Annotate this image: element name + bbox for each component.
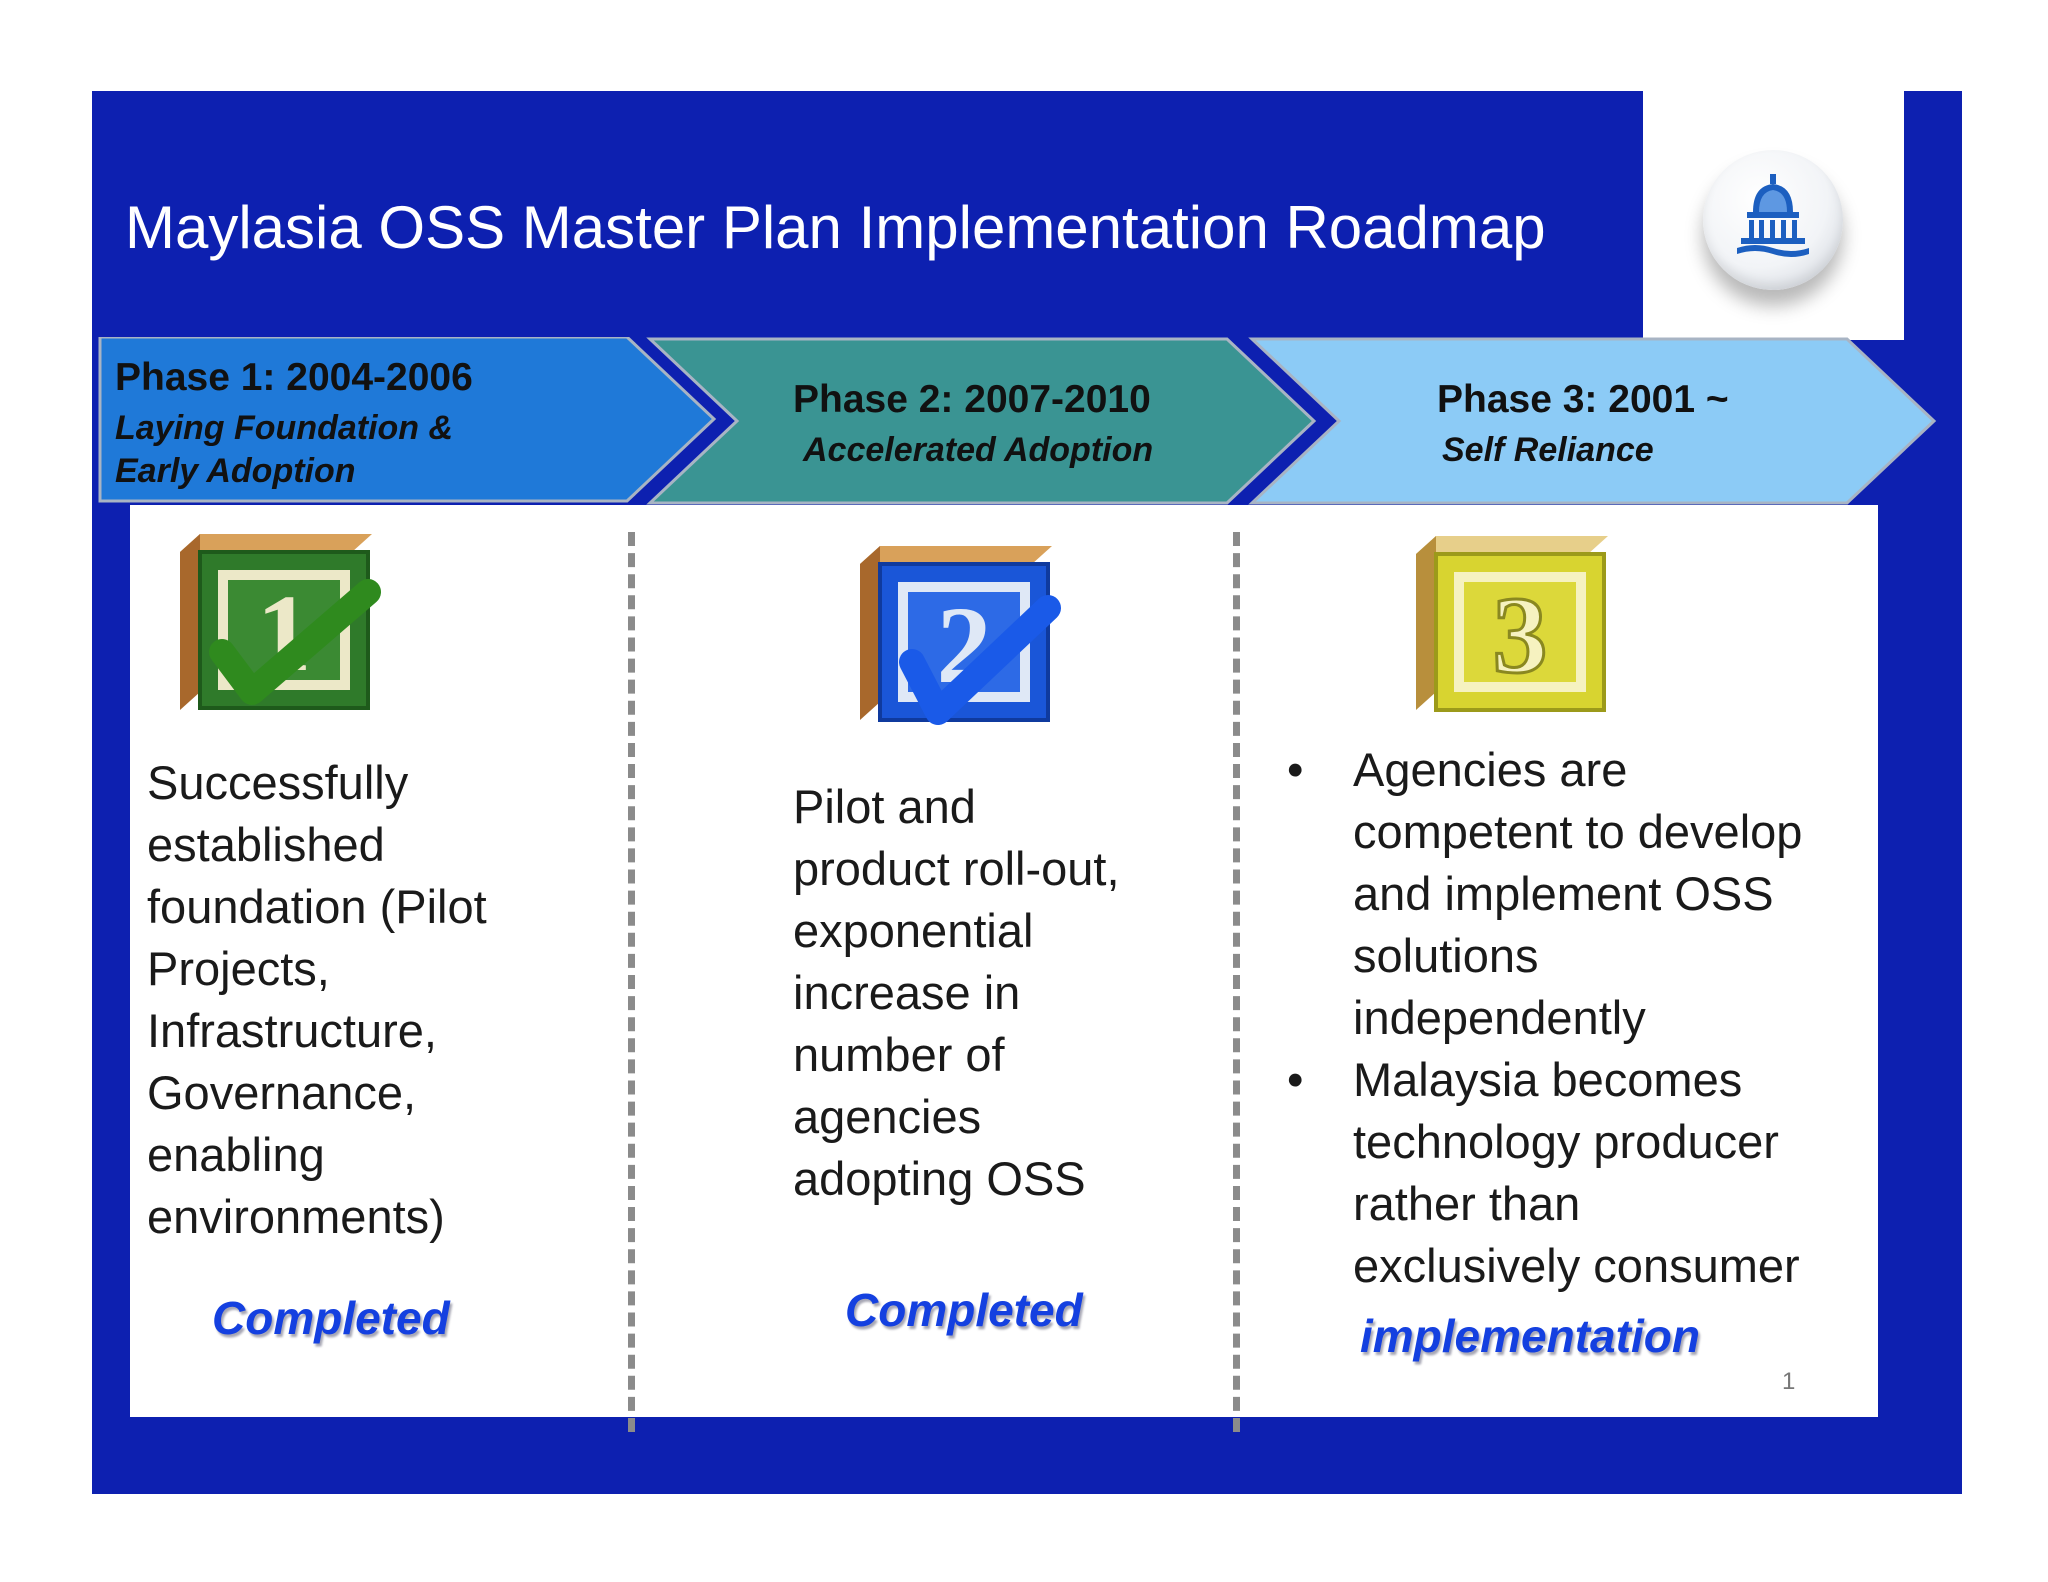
phase-1-subtitle: Laying Foundation &	[115, 409, 454, 447]
phase-1-chevron	[98, 337, 717, 503]
phase-3-chevron	[1248, 337, 1937, 505]
phase-1-status: Completed	[212, 1292, 450, 1344]
phase-2-chevron	[646, 337, 1317, 505]
list-item: Agencies are competent to develop and im…	[1283, 739, 1802, 1049]
phase-1-description: Successfully established foundation (Pil…	[147, 756, 487, 1243]
block-3-icon: 3	[1416, 536, 1608, 712]
phase-2-subtitle: Accelerated Adoption	[803, 431, 1154, 469]
phase-3-subtitle: Self Reliance	[1442, 431, 1654, 469]
page-number: 1	[1782, 1368, 1796, 1395]
checkmark-icon	[209, 579, 381, 705]
phase-2-title: Phase 2: 2007-2010	[793, 378, 1151, 421]
checkmark-icon	[899, 595, 1061, 725]
capitol-dome-icon	[1737, 174, 1809, 257]
phase-3-title: Phase 3: 2001 ~	[1437, 378, 1729, 421]
list-item: Malaysia becomes technology producer rat…	[1283, 1049, 1802, 1297]
block-3-number: 3	[1493, 574, 1548, 696]
phase-1-title: Phase 1: 2004-2006	[115, 356, 473, 399]
phase-2-status: Completed	[845, 1284, 1083, 1336]
phase-2-description: Pilot and product roll-out, exponential …	[793, 780, 1120, 1205]
phase-divider	[628, 532, 635, 1432]
phase-3-status: implementation	[1360, 1310, 1700, 1362]
phase-chevron-bar	[98, 337, 1937, 505]
slide-title: Maylasia OSS Master Plan Implementation …	[125, 194, 1546, 261]
logo	[1703, 150, 1843, 290]
block-1-icon: 1	[180, 534, 381, 710]
phase-1-subtitle: Early Adoption	[115, 452, 356, 490]
block-2-icon: 2	[860, 546, 1061, 725]
phase-3-bullet-list: Agencies are competent to develop and im…	[1283, 739, 1802, 1297]
phase-divider	[1233, 532, 1240, 1432]
